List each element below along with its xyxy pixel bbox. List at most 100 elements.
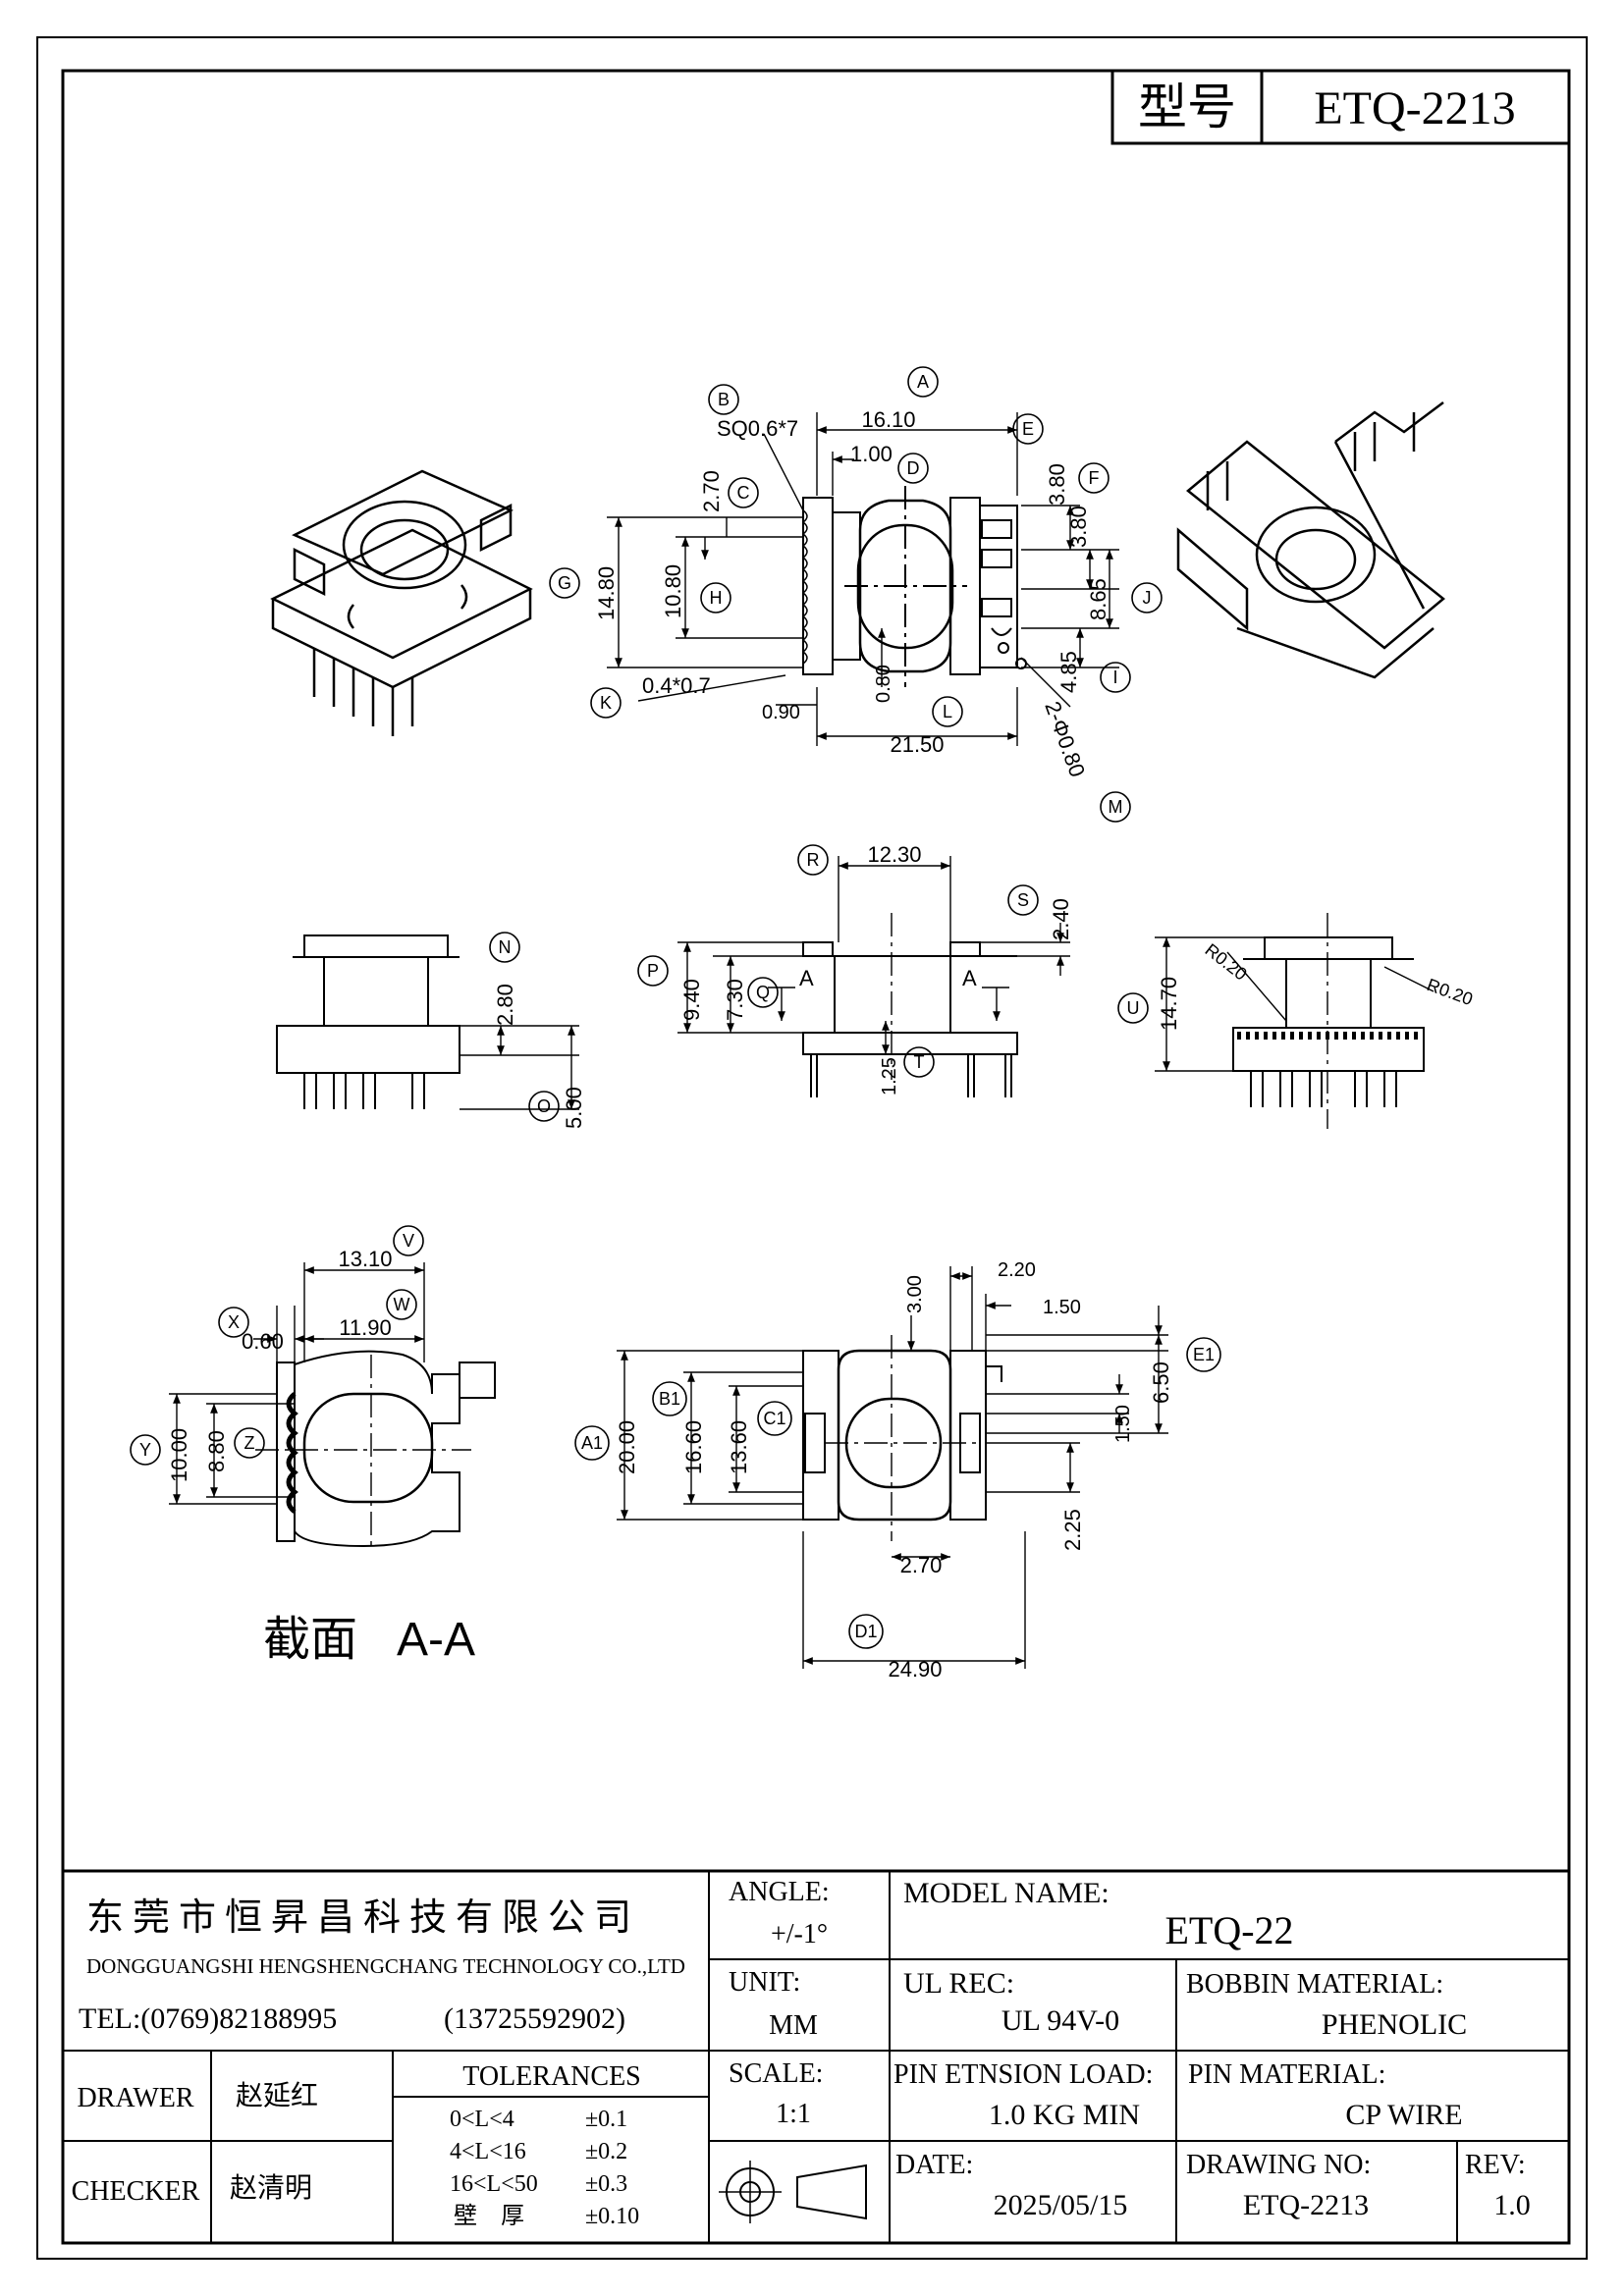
tol-range-2: 4<L<16: [450, 2139, 526, 2164]
company-mobile: (13725592902): [444, 2002, 625, 2035]
callout-letters: A B C D E F G H J I K L M R S N P Q T U …: [139, 372, 1215, 1641]
top-view: [801, 486, 1027, 687]
dim-g1: 2.70: [900, 1553, 943, 1577]
dim-b1: 16.60: [681, 1420, 706, 1474]
callout-d: [897, 453, 929, 484]
date-label: DATE:: [895, 2150, 973, 2180]
right-side-view: [1232, 913, 1425, 1129]
callout-c-text: C: [737, 483, 750, 503]
tol-value-2: ±0.2: [585, 2139, 627, 2164]
section-aa-labels: 13.10 11.90 0.60 10.00 8.80 截面 A-A: [167, 1247, 475, 1666]
callout-b: [708, 384, 739, 415]
inner-border: [61, 69, 1571, 2245]
callout-n-text: N: [499, 937, 512, 957]
right-side-dims: [1155, 936, 1435, 1072]
callout-j: [1131, 582, 1163, 614]
dim-d1: 24.90: [888, 1657, 942, 1682]
dim-x: 0.60: [242, 1329, 284, 1354]
dim-u: 14.70: [1157, 977, 1181, 1031]
scale-value: 1:1: [776, 2099, 811, 2129]
callout-b1: [652, 1381, 687, 1416]
callout-t: [903, 1046, 935, 1078]
callout-z-text: Z: [244, 1433, 255, 1453]
outer-border: [36, 36, 1588, 2260]
callout-n: [489, 932, 520, 963]
drawer-name: 赵延红: [236, 2080, 318, 2111]
dim-c: 2.70: [699, 470, 724, 512]
dim-z: 8.80: [204, 1430, 229, 1472]
callout-k: [590, 687, 622, 719]
model-value: ETQ-2213: [1314, 82, 1515, 134]
callout-e1: [1186, 1337, 1221, 1372]
callout-r: [797, 844, 829, 876]
model-name-value: ETQ-22: [1164, 1908, 1293, 1952]
dim-e1-a: 1.50: [1043, 1297, 1081, 1318]
callout-x: [218, 1307, 249, 1338]
dim-k: 0.4*0.7: [642, 673, 711, 698]
angle-label: ANGLE:: [729, 1877, 830, 1907]
left-side-dims: [460, 1025, 579, 1110]
callout-g-text: G: [558, 573, 571, 593]
dim-m: 2-Φ0.80: [1040, 698, 1090, 780]
dim-q: 7.30: [723, 979, 747, 1021]
bottom-view: [802, 1335, 1002, 1541]
title-block: [63, 1869, 1569, 2243]
callout-e-text: E: [1022, 419, 1034, 439]
callout-i: [1100, 662, 1131, 693]
iso-view-left: [270, 469, 533, 736]
callout-a1-text: A1: [581, 1433, 603, 1453]
callout-a1: [574, 1425, 610, 1461]
dim-v: 13.10: [338, 1247, 392, 1271]
bottom-view-dims: [617, 1266, 1168, 1669]
dim-e1-b: 3.00: [904, 1275, 926, 1313]
dim-e1: 6.50: [1149, 1362, 1173, 1404]
bobbin-material-label: BOBBIN MATERIAL:: [1186, 1969, 1443, 2000]
callout-p-text: P: [647, 961, 659, 981]
dim-o: 5.00: [562, 1087, 586, 1129]
dim-e: 3.80: [1045, 463, 1069, 506]
angle-value: +/-1°: [771, 1919, 828, 1949]
company-name-cn: 东莞市恒昇昌科技有限公司: [86, 1897, 640, 1939]
callout-d-text: D: [907, 458, 920, 478]
section-label: 截面 A-A: [263, 1614, 475, 1666]
callouts: [130, 366, 1221, 1649]
front-view-dims: [677, 856, 1070, 1054]
dim-e1-c: 1.50: [1112, 1405, 1134, 1443]
rev-label: REV:: [1465, 2150, 1526, 2180]
callout-l-text: L: [943, 702, 952, 721]
tol-value-4: ±0.10: [585, 2204, 639, 2229]
dim-k-pin: 0.90: [762, 702, 800, 723]
callout-t-text: T: [914, 1052, 925, 1072]
model-label: 型号: [1138, 80, 1236, 134]
dim-a1: 20.00: [615, 1420, 639, 1474]
pin-material-label: PIN MATERIAL:: [1188, 2059, 1385, 2090]
dim-i: 4.85: [1056, 651, 1081, 693]
dim-n: 2.80: [493, 984, 517, 1026]
callout-h: [700, 582, 731, 614]
bottom-view-labels: 20.00 16.60 13.60 24.90 2.20 1.50 3.00 6…: [615, 1259, 1173, 1682]
scale-label: SCALE:: [729, 2058, 823, 2089]
callout-j-text: J: [1143, 588, 1152, 608]
callout-h-text: H: [710, 588, 723, 608]
callout-b-text: B: [718, 390, 730, 409]
dim-t: 1.25: [879, 1057, 900, 1095]
section-mark-right: A: [962, 966, 977, 990]
section-mark-left: A: [799, 966, 814, 990]
dim-w: 11.90: [339, 1315, 391, 1340]
callout-u-text: U: [1127, 998, 1140, 1018]
callout-u: [1117, 992, 1149, 1024]
callout-s-text: S: [1017, 890, 1029, 910]
title-block-text: 东莞市恒昇昌科技有限公司 DONGGUANGSHI HENGSHENGCHANG…: [72, 1877, 1531, 2229]
dim-p: 9.40: [679, 979, 704, 1021]
callout-b1-text: B1: [659, 1389, 680, 1409]
callout-q-text: Q: [756, 983, 770, 1002]
callout-q: [747, 977, 779, 1008]
bobbin-material-value: PHENOLIC: [1322, 2008, 1467, 2041]
dim-d: 0.80: [873, 665, 894, 703]
callout-o-text: O: [537, 1096, 551, 1116]
callout-w: [386, 1289, 417, 1320]
dim-r020b: R0.20: [1425, 975, 1476, 1009]
left-side-view: [276, 934, 460, 1109]
callout-f: [1078, 462, 1110, 494]
